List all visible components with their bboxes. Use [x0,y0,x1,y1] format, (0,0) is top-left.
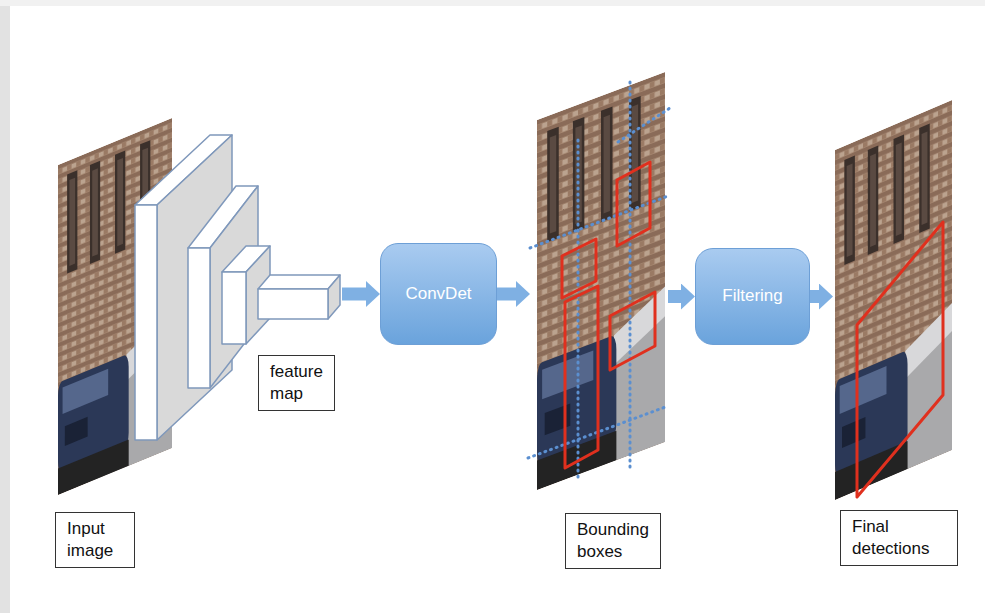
stage-node: Final detections [833,98,961,580]
flow-arrow [497,288,518,301]
bounding-box [617,162,650,246]
grid-line [577,140,580,482]
final-photo [835,100,952,500]
layer-front [258,289,328,319]
candidate-photo [537,72,665,490]
candidate-boxes [562,162,655,468]
detection-box [857,222,943,497]
flow-arrow [668,290,683,303]
cnn-layers [135,135,340,440]
page-edge [0,0,10,613]
process-box: ConvDet [380,243,497,345]
flow-arrow [342,288,368,301]
stage-label: Input image [55,512,135,568]
input-photo [58,118,172,495]
process-label: Filtering [714,282,790,310]
layer-front [222,272,246,344]
stage-label: Bounding boxes [565,513,661,569]
grid-line [530,196,668,248]
stage-node: Input image [55,512,137,570]
layer-side [328,275,340,319]
grid-line [618,108,670,142]
stage-node: feature map [258,272,342,413]
bounding-box [610,292,655,370]
bounding-box [565,286,598,468]
layer-top [258,275,340,289]
process-box: Filtering [695,248,810,345]
flow-arrow [810,290,821,303]
stage-label: Final detections [840,510,958,566]
stage-label: feature map [258,355,335,411]
grid-line [629,82,632,470]
page-edge [0,0,985,6]
stage-node: Bounding boxes [530,72,668,579]
layer-front [135,205,157,440]
process-label: ConvDet [397,280,479,308]
grid-lines [528,82,670,482]
layer-front [188,248,210,388]
